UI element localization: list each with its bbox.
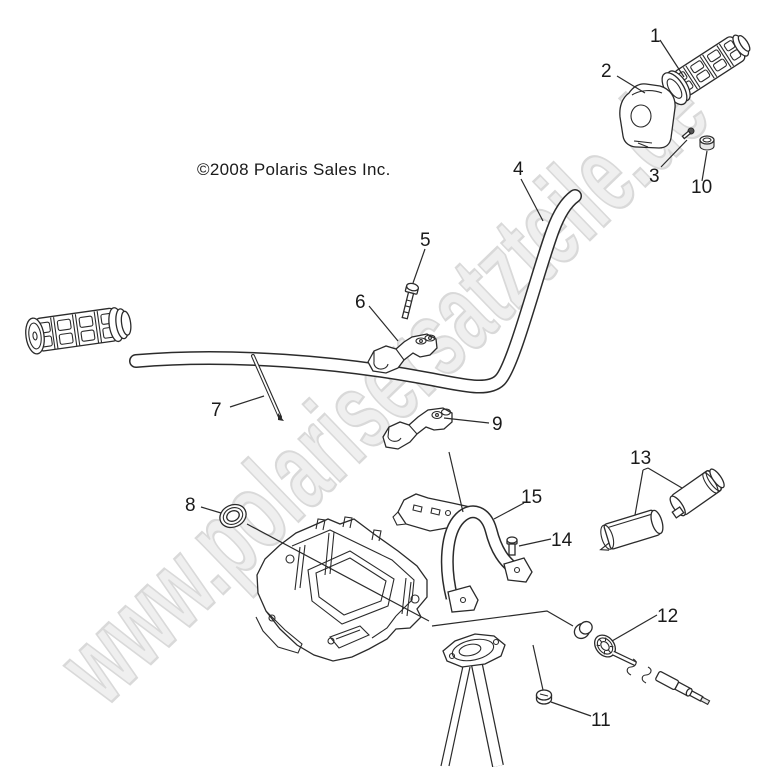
handwarmer-element-left [599, 509, 664, 551]
right-handlebar-grip [661, 34, 751, 106]
callout-7: 7 [211, 400, 222, 421]
handlebar-tube [129, 189, 582, 394]
headlight-pod-housing [255, 516, 428, 662]
callout-12: 12 [657, 606, 678, 627]
mount-bracket [392, 493, 533, 613]
callout-1: 1 [650, 26, 661, 47]
throttle-nut [699, 135, 715, 151]
throttle-cable-assembly [573, 620, 711, 706]
callout-10: 10 [691, 177, 712, 198]
callout-14: 14 [551, 530, 573, 551]
cable-nut [535, 689, 553, 705]
callout-5: 5 [420, 230, 431, 251]
callout-9: 9 [492, 414, 503, 435]
callout-2: 2 [601, 61, 612, 82]
throttle-housing [619, 83, 676, 149]
handlebar-rod [251, 354, 284, 421]
callout-15: 15 [521, 487, 542, 508]
callout-4: 4 [513, 159, 524, 180]
callout-3: 3 [649, 166, 660, 187]
callout-11: 11 [591, 710, 611, 731]
callout-numbers: 1 2 3 4 5 6 7 8 9 10 11 12 13 14 15 [185, 26, 712, 731]
steering-column [440, 633, 506, 767]
lower-handlebar-clamp [382, 407, 453, 450]
upper-handlebar-clamp [367, 333, 438, 374]
grommet [219, 503, 247, 529]
callout-6: 6 [355, 292, 366, 313]
clamp-bolt [401, 282, 420, 320]
callout-8: 8 [185, 495, 196, 516]
copyright-text: ©2008 Polaris Sales Inc. [197, 160, 391, 179]
bracket-screw [506, 536, 518, 556]
handwarmer-element-right [669, 468, 725, 519]
callout-13: 13 [630, 448, 651, 469]
left-handlebar-grip [25, 307, 132, 355]
throttle-screw [681, 127, 695, 140]
leader-lines [200, 39, 708, 717]
